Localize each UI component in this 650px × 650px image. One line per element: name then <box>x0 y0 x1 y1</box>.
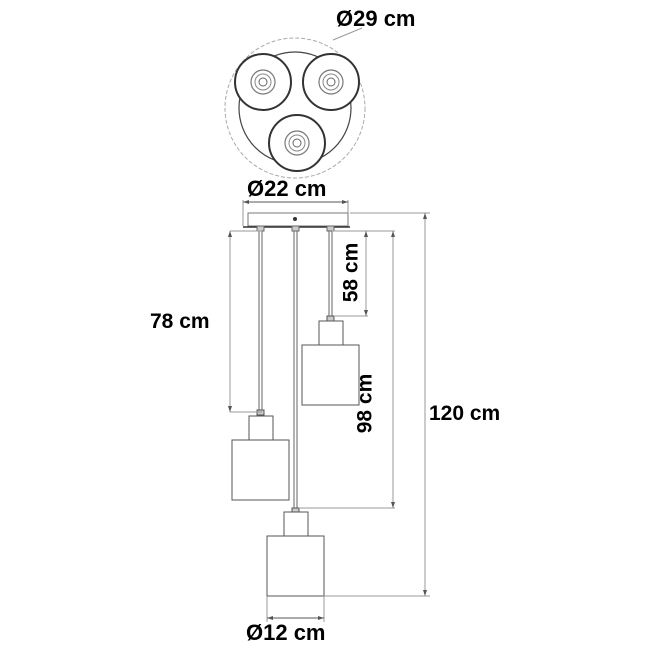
label-right-drop: 58 cm <box>339 242 363 303</box>
label-center-drop: 98 cm <box>353 373 377 434</box>
canopy-side-view <box>242 200 350 228</box>
pendant-left <box>231 409 290 501</box>
label-canopy-diameter: Ø22 cm <box>247 176 327 201</box>
socket-bottom <box>268 114 326 172</box>
dimension-arrows <box>228 213 427 620</box>
dimension-lines <box>229 212 430 622</box>
label-left-drop: 78 cm <box>150 310 210 333</box>
canopy-top-view <box>224 27 366 179</box>
label-shade-diameter: Ø12 cm <box>246 620 326 645</box>
socket-left <box>234 53 292 111</box>
label-total-height: 120 cm <box>429 402 501 425</box>
pendant-right <box>301 315 360 406</box>
pendant-center <box>266 507 325 597</box>
label-canopy-top-diameter: Ø29 cm <box>336 6 416 31</box>
socket-right <box>302 53 360 111</box>
